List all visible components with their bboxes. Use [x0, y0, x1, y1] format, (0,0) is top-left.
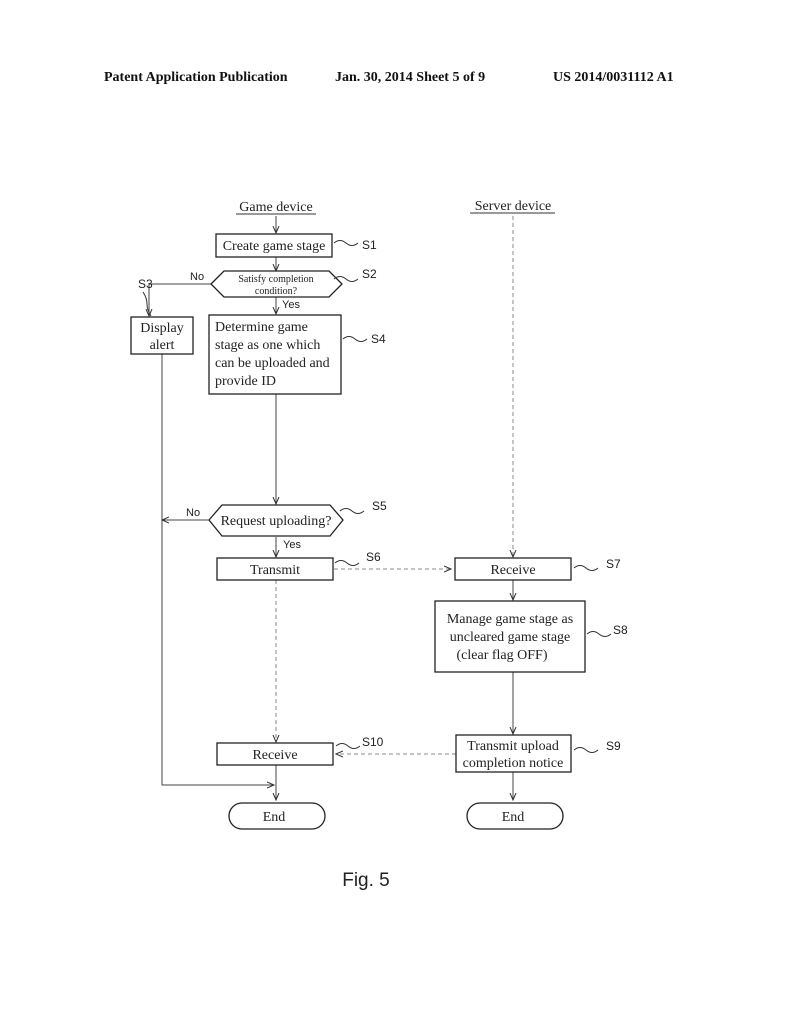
svg-text:can be uploaded and: can be uploaded and — [215, 356, 330, 371]
leader-s5 — [339, 508, 365, 514]
svg-text:condition?: condition? — [255, 286, 298, 297]
step-s9-transmit-completion-notice: Transmit upload completion notice — [455, 734, 572, 773]
arrow-s2-no-to-s3 — [149, 283, 211, 316]
leader-s7 — [573, 565, 599, 571]
lane-server-device: Server device — [475, 199, 552, 214]
svg-text:alert: alert — [150, 338, 175, 353]
step-s1-create-game-stage: Create game stage — [215, 233, 333, 258]
step-s5-request-uploading: Request uploading? — [208, 504, 344, 537]
branch-s2-yes: Yes — [282, 299, 300, 311]
publication-date-sheet: Jan. 30, 2014 Sheet 5 of 9 — [335, 70, 486, 85]
step-s3-display-alert: Display alert — [130, 316, 194, 355]
step-s6-transmit: Transmit — [216, 557, 334, 581]
leader-s10 — [335, 743, 361, 749]
step-s8-manage-uncleared: Manage game stage as uncleared game stag… — [434, 600, 586, 673]
label-s1: S1 — [362, 238, 377, 252]
label-s6: S6 — [366, 550, 381, 564]
label-s9: S9 — [606, 739, 621, 753]
svg-text:stage as one which: stage as one which — [215, 338, 320, 353]
line-s3-to-end — [161, 354, 270, 786]
label-s8: S8 — [613, 623, 628, 637]
figure-label: Fig. 5 — [342, 870, 390, 891]
svg-text:Transmit upload: Transmit upload — [467, 739, 559, 754]
leader-s3 — [142, 291, 152, 317]
svg-text:Satisfy completion: Satisfy completion — [238, 274, 313, 285]
step-s7-receive: Receive — [454, 557, 572, 581]
svg-text:Create game stage: Create game stage — [223, 239, 326, 254]
svg-text:Transmit: Transmit — [250, 563, 300, 578]
branch-s2-no: No — [190, 271, 204, 283]
leader-s8 — [586, 631, 612, 637]
step-s2-completion-condition: Satisfy completion condition? — [210, 270, 343, 298]
svg-text:Manage game stage as: Manage game stage as — [447, 612, 573, 627]
svg-text:Display: Display — [140, 321, 184, 336]
svg-text:completion notice: completion notice — [463, 756, 564, 771]
terminal-game-end: End — [228, 802, 326, 830]
svg-text:provide ID: provide ID — [215, 374, 276, 389]
label-s10: S10 — [362, 735, 384, 749]
leader-s1 — [333, 240, 359, 246]
svg-text:(clear flag OFF): (clear flag OFF) — [457, 648, 548, 663]
leader-s4 — [342, 336, 368, 342]
label-s2: S2 — [362, 267, 377, 281]
svg-text:uncleared game stage: uncleared game stage — [450, 630, 571, 645]
svg-text:Request uploading?: Request uploading? — [221, 514, 332, 529]
branch-s5-no: No — [186, 507, 200, 519]
branch-s5-yes: Yes — [283, 539, 301, 551]
label-s7: S7 — [606, 557, 621, 571]
lane-game-device: Game device — [239, 200, 312, 215]
leader-s9 — [573, 747, 599, 753]
terminal-server-end: End — [466, 802, 564, 830]
label-s3: S3 — [138, 277, 153, 291]
publication-title: Patent Application Publication — [104, 70, 288, 85]
svg-text:Receive: Receive — [252, 748, 297, 763]
publication-number: US 2014/0031112 A1 — [553, 70, 674, 85]
svg-text:End: End — [502, 810, 525, 825]
svg-text:End: End — [263, 810, 286, 825]
step-s4-determine-uploadable: Determine game stage as one which can be… — [208, 314, 342, 395]
svg-text:Receive: Receive — [490, 563, 535, 578]
svg-text:Determine game: Determine game — [215, 320, 308, 335]
step-s10-receive: Receive — [216, 742, 334, 766]
leader-s6 — [334, 560, 360, 566]
label-s5: S5 — [372, 499, 387, 513]
leader-s2 — [333, 276, 359, 282]
label-s4: S4 — [371, 332, 386, 346]
